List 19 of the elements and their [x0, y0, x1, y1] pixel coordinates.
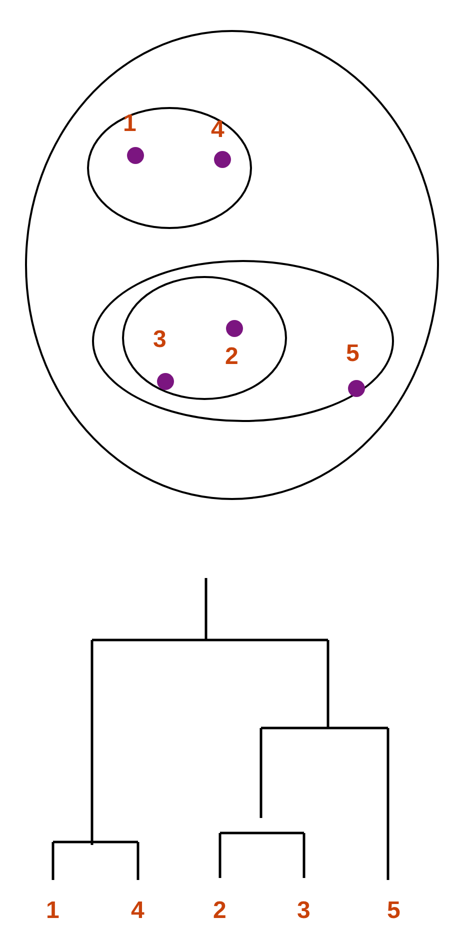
data-point — [348, 380, 365, 397]
point-label: 5 — [346, 342, 360, 366]
point-label: 2 — [225, 345, 238, 369]
data-point — [157, 373, 174, 390]
point-label: 3 — [153, 328, 166, 352]
leaf-label: 4 — [131, 899, 144, 923]
point-label: 1 — [123, 112, 136, 136]
data-point — [214, 151, 231, 168]
data-point — [226, 320, 243, 337]
cluster-ellipse — [92, 260, 394, 422]
point-label: 4 — [211, 118, 224, 142]
cluster-ellipse — [25, 30, 439, 500]
data-point — [127, 147, 144, 164]
cluster-circle — [87, 107, 252, 229]
leaf-label: 5 — [387, 899, 400, 923]
leaf-label: 3 — [297, 899, 310, 923]
leaf-label: 2 — [213, 899, 226, 923]
cluster-circle — [122, 276, 287, 400]
leaf-label: 1 — [46, 899, 60, 923]
